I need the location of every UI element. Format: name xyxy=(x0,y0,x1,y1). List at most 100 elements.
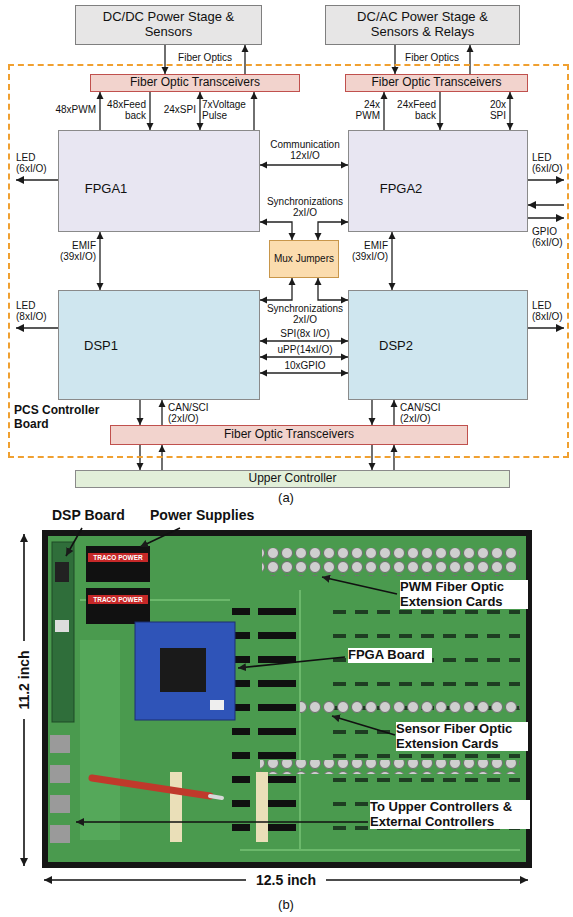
arrow-head xyxy=(97,283,104,290)
arrow-head xyxy=(507,123,514,130)
connector xyxy=(437,92,444,130)
subfigure-label: (b) xyxy=(266,898,306,913)
fpga-board xyxy=(135,622,235,720)
edge-label: uPP(14xI/O) xyxy=(262,344,348,355)
arrow-head xyxy=(392,67,399,74)
arrow-head xyxy=(289,233,296,240)
connector xyxy=(392,45,399,74)
external-connector xyxy=(50,795,70,813)
arrow-head xyxy=(341,219,348,226)
dimension-label: 12.5 inch xyxy=(246,872,326,888)
dsp-box: DSP1 xyxy=(58,290,260,400)
box-label: DC/AC Power Stage & Sensors & Relays xyxy=(356,10,490,40)
signal-label: LED (8xI/O) xyxy=(532,300,566,322)
callout-label: Sensor Fiber Optic Extension Cards xyxy=(396,722,528,751)
connector xyxy=(251,92,258,130)
edge-label: Communication 12xI/O xyxy=(262,139,348,161)
box-label: Upper Controller xyxy=(248,472,336,486)
box-label: FPGA1 xyxy=(85,182,128,197)
edge-label: 48xPWM xyxy=(52,104,96,115)
gpio-wire xyxy=(528,217,564,218)
callout-label: FPGA Board xyxy=(348,648,432,663)
connector xyxy=(97,232,104,290)
connector xyxy=(260,219,296,241)
arrow-head xyxy=(381,92,388,99)
transceiver-box: Fiber Optic Transceivers xyxy=(90,74,300,92)
arrow-head xyxy=(260,338,267,345)
connector xyxy=(97,92,104,130)
connector xyxy=(315,278,349,304)
box-label: Fiber Optic Transceivers xyxy=(224,428,354,442)
connector xyxy=(256,772,268,842)
arrow-head xyxy=(251,92,258,99)
arrow-head xyxy=(369,418,376,425)
dimension-line xyxy=(23,534,25,641)
gpio-wire xyxy=(528,204,564,205)
edge-label: 24xSPI xyxy=(156,104,196,115)
dimension-label: 11.2 inch xyxy=(16,645,32,715)
connector-line xyxy=(260,278,292,300)
connector xyxy=(391,400,398,425)
arrow-head xyxy=(389,232,396,239)
edge-label: 7xVoltage Pulse xyxy=(202,99,250,121)
external-connector xyxy=(50,825,70,843)
dimension-line xyxy=(44,879,246,881)
fpga-box: FPGA1 xyxy=(58,130,260,232)
jumper-box: Mux Jumpers xyxy=(269,240,339,278)
fpga-box: FPGA2 xyxy=(348,130,528,232)
edge-label: CAN/SCI (2xI/O) xyxy=(400,402,450,424)
board-trace xyxy=(240,849,520,851)
connector xyxy=(137,400,144,425)
edge-label: 24xFeed back xyxy=(394,99,436,121)
arrow-head xyxy=(389,283,396,290)
signal-label: Synchronizations 2xI/O xyxy=(262,196,348,218)
edge-label: EMIF (39xI/O) xyxy=(54,240,96,262)
arrow-head xyxy=(437,123,444,130)
pen xyxy=(92,778,210,796)
external-connector xyxy=(50,735,70,753)
connector xyxy=(381,92,388,130)
power-stage-box: DC/AC Power Stage & Sensors & Relays xyxy=(325,5,520,45)
box-label: DSP2 xyxy=(379,339,413,354)
connector-line xyxy=(391,232,392,290)
sensor-cards xyxy=(260,760,520,774)
arrow-head xyxy=(341,354,348,361)
box-label: PCS Controller Board xyxy=(14,404,106,432)
connector-line xyxy=(260,164,348,165)
board-trace xyxy=(80,640,120,840)
led-wire xyxy=(528,327,564,328)
arrow-head xyxy=(197,92,204,99)
leader-line xyxy=(238,657,345,668)
connector xyxy=(467,45,474,74)
arrow-head xyxy=(260,162,267,169)
leader-line xyxy=(140,528,180,547)
connector xyxy=(162,45,169,74)
edge-label: 48xFeed back xyxy=(104,99,146,121)
led-wire xyxy=(16,327,58,328)
callout-label: DSP Board xyxy=(52,508,142,524)
dsp-box: DSP2 xyxy=(348,290,528,400)
connector xyxy=(242,45,249,74)
arrow-head xyxy=(391,400,398,407)
dsp-connector xyxy=(55,620,69,632)
arrow-head xyxy=(341,162,348,169)
leader-line xyxy=(332,716,395,735)
edge-label: 24x PWM xyxy=(354,99,380,121)
signal-label: LED (6xI/O) xyxy=(16,152,56,174)
power-supply xyxy=(86,546,150,582)
arrow-head xyxy=(289,278,296,285)
signal-label: LED (6xI/O) xyxy=(532,152,566,174)
box-label: Fiber Optic Transceivers xyxy=(130,76,260,90)
arrow-head xyxy=(467,45,474,52)
dimension-line xyxy=(23,719,25,866)
led-wire xyxy=(528,179,564,180)
connector-line xyxy=(99,232,100,290)
arrow-head xyxy=(197,123,204,130)
arrow-head xyxy=(315,278,322,285)
pwm-cards xyxy=(262,548,520,576)
edge-label: 10xGPIO xyxy=(262,360,348,371)
callout-label: PWM Fiber Optic Extension Cards xyxy=(400,580,528,609)
connector xyxy=(260,278,296,304)
box-label: Mux Jumpers xyxy=(274,253,334,265)
